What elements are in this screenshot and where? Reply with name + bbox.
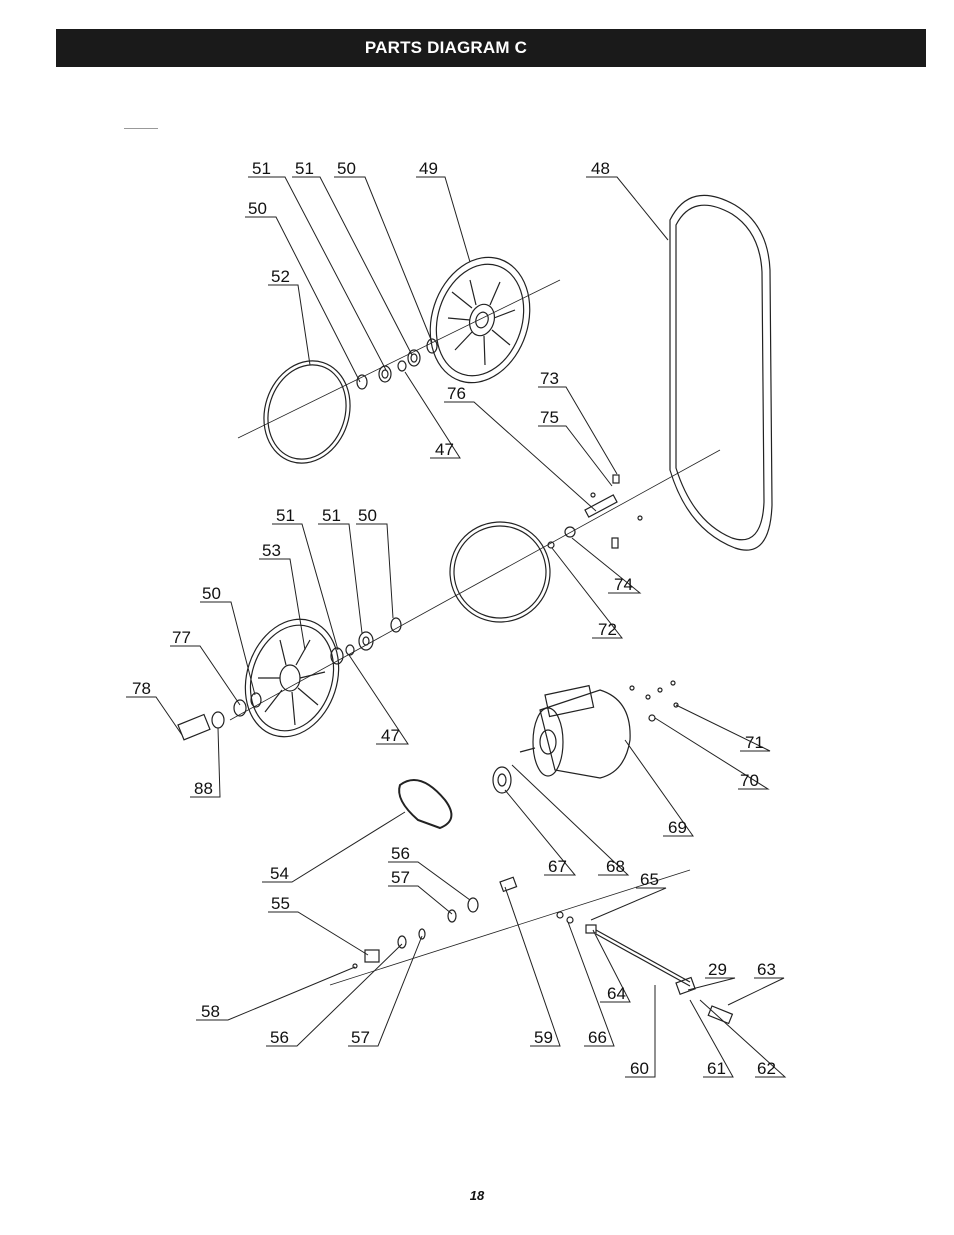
lower-tire [449,521,551,623]
callout-label: 74 [614,575,633,594]
callout-label: 51 [295,159,314,178]
callout-label: 65 [640,870,659,889]
callout-label: 53 [262,541,281,560]
callout-label: 60 [630,1059,649,1078]
callout-label: 51 [252,159,271,178]
callout-label: 50 [358,506,377,525]
part-drawings [177,194,773,1025]
callout-label: 59 [534,1028,553,1047]
callout-label: 75 [540,408,559,427]
callout-label: 58 [201,1002,220,1021]
upper-wheel-49 [429,256,531,384]
callout-label: 66 [588,1028,607,1047]
center-line [237,279,561,439]
callout-label: 57 [391,868,410,887]
callout-label: 55 [271,894,290,913]
callout-label: 72 [598,620,617,639]
motor-pulley-67 [492,766,512,794]
shaft-assembly [547,474,643,549]
lower-wheel-53 [244,618,340,738]
motor-69 [519,684,631,779]
callout-label: 51 [276,506,295,525]
callout-label: 47 [435,440,454,459]
callout-label: 63 [757,960,776,979]
callout-label: 50 [202,584,221,603]
callout-label: 52 [271,267,290,286]
callout-label: 61 [707,1059,726,1078]
callout-label: 51 [322,506,341,525]
page-number: 18 [469,1188,485,1203]
callout-label: 73 [540,369,559,388]
upper-tire-52 [263,360,351,464]
callout-label: 62 [757,1059,776,1078]
callout-label: 54 [270,864,289,883]
tension-assembly [352,876,734,1025]
callout-labels: 51 51 50 49 48 50 52 73 76 75 47 51 51 5… [132,159,776,1078]
divider [124,128,158,129]
callout-label: 50 [337,159,356,178]
callout-label: 69 [668,818,687,837]
callout-label: 56 [391,844,410,863]
callout-label: 29 [708,960,727,979]
callout-label: 48 [591,159,610,178]
callout-label: 78 [132,679,151,698]
section-title-bar: PARTS DIAGRAM C [56,29,926,67]
callout-label: 47 [381,726,400,745]
callout-label: 57 [351,1028,370,1047]
saw-blade-48 [669,194,773,551]
leader-lines [126,176,787,1078]
callout-label: 70 [740,771,759,790]
drive-belt-54 [398,779,453,830]
callout-label: 56 [270,1028,289,1047]
callout-label: 88 [194,779,213,798]
center-line [329,869,691,986]
callout-label: 64 [607,984,626,1003]
callout-label: 49 [419,159,438,178]
motor-fasteners [629,680,679,722]
callout-label: 76 [447,384,466,403]
callout-label: 67 [548,857,567,876]
callout-label: 68 [606,857,625,876]
section-title: PARTS DIAGRAM C [364,38,528,57]
upper-bearings [356,338,438,390]
center-line [229,449,721,721]
callout-label: 50 [248,199,267,218]
callout-label: 77 [172,628,191,647]
callout-label: 71 [745,733,764,752]
lower-bearings [177,617,402,741]
